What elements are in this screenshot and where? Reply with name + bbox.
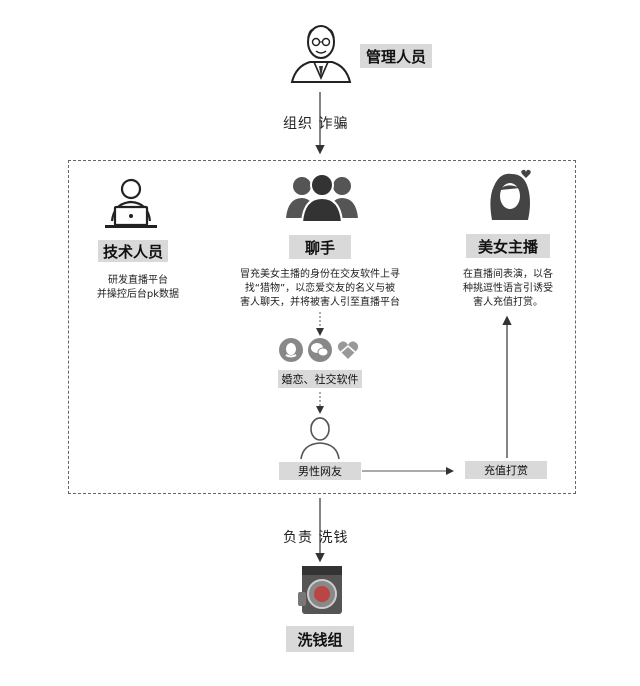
anchor-label: 美女主播	[466, 234, 550, 258]
washing-machine-icon	[296, 564, 346, 616]
chat-desc-line: 找“猎物”，以恋爱交友的名义与被	[244, 283, 396, 294]
tech-desc-line: 研发直播平台	[108, 275, 168, 286]
qq-icon	[279, 338, 303, 362]
fraud-group-boundary	[68, 160, 576, 494]
group-users-icon	[284, 172, 360, 224]
manager-label: 管理人员	[360, 44, 432, 68]
tech-desc-line: 并操控后台pk数据	[96, 289, 180, 300]
wechat-icon	[307, 338, 333, 362]
heart-hands-icon	[336, 338, 360, 362]
male-user-icon	[298, 414, 342, 460]
responsible-laundering-label: 负责 洗钱	[283, 530, 349, 546]
recharge-label: 充值打赏	[465, 461, 547, 479]
chat-desc-line: 冒充美女主播的身份在交友软件上寻	[240, 269, 400, 280]
organize-fraud-label: 组织 诈骗	[283, 116, 349, 132]
anchor-desc-line: 在直播间表演，以各	[463, 269, 553, 280]
laundry-label: 洗钱组	[286, 626, 354, 652]
chat-label: 聊手	[289, 235, 351, 259]
victim-label: 男性网友	[279, 462, 361, 480]
manager-portrait-icon	[288, 20, 354, 84]
anchor-desc-line: 种挑逗性语言引诱受	[463, 283, 553, 294]
tech-desc: 研发直播平台 并操控后台pk数据	[78, 274, 198, 302]
female-heart-icon	[488, 168, 534, 226]
tech-label: 技术人员	[98, 240, 168, 262]
anchor-desc: 在直播间表演，以各 种挑逗性语言引诱受 害人充值打赏。	[448, 268, 568, 310]
anchor-desc-line: 害人充值打赏。	[473, 297, 543, 308]
chat-desc-line: 害人聊天，并将被害人引至直播平台	[240, 297, 400, 308]
chat-desc: 冒充美女主播的身份在交友软件上寻 找“猎物”，以恋爱交友的名义与被 害人聊天，并…	[222, 268, 418, 310]
laptop-user-icon	[102, 175, 160, 233]
apps-label: 婚恋、社交软件	[278, 370, 362, 388]
